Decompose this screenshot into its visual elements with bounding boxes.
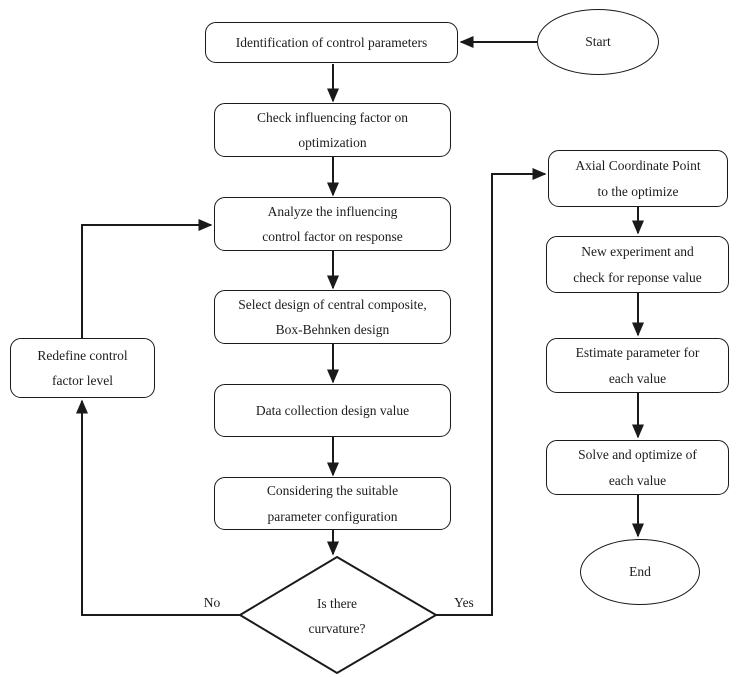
node-new-experiment: New experiment and check for reponse val… xyxy=(546,236,729,293)
node-redefine-control-factor-level: Redefine control factor level xyxy=(10,338,155,398)
node-analyze-influencing-control-factor: Analyze the influencing control factor o… xyxy=(214,197,451,251)
edge-label-yes: Yes xyxy=(454,595,474,611)
arrow-decision-yes-to-axial xyxy=(436,168,547,616)
decision-diamond-shape xyxy=(238,555,438,675)
decision-is-there-curvature-label: Is there curvature? xyxy=(308,595,366,636)
node-solve-and-optimize: Solve and optimize of each value xyxy=(546,440,729,495)
arrow-decision-no-to-redefine xyxy=(76,399,240,616)
node-estimate-parameter: Estimate parameter for each value xyxy=(546,338,729,393)
node-check-influencing-factor: Check influencing factor on optimization xyxy=(214,103,451,157)
node-axial-coordinate-point: Axial Coordinate Point to the optimize xyxy=(548,150,728,207)
node-select-design: Select design of central composite, Box-… xyxy=(214,290,451,344)
node-start: Start xyxy=(537,9,659,75)
node-considering-parameter-configuration: Considering the suitable parameter confi… xyxy=(214,477,451,530)
node-end: End xyxy=(580,539,700,605)
arrow-redefine-to-analyze xyxy=(81,219,213,338)
node-identification-of-control-parameters: Identification of control parameters xyxy=(205,22,458,63)
edge-label-no: No xyxy=(203,595,221,611)
node-data-collection: Data collection design value xyxy=(214,384,451,437)
